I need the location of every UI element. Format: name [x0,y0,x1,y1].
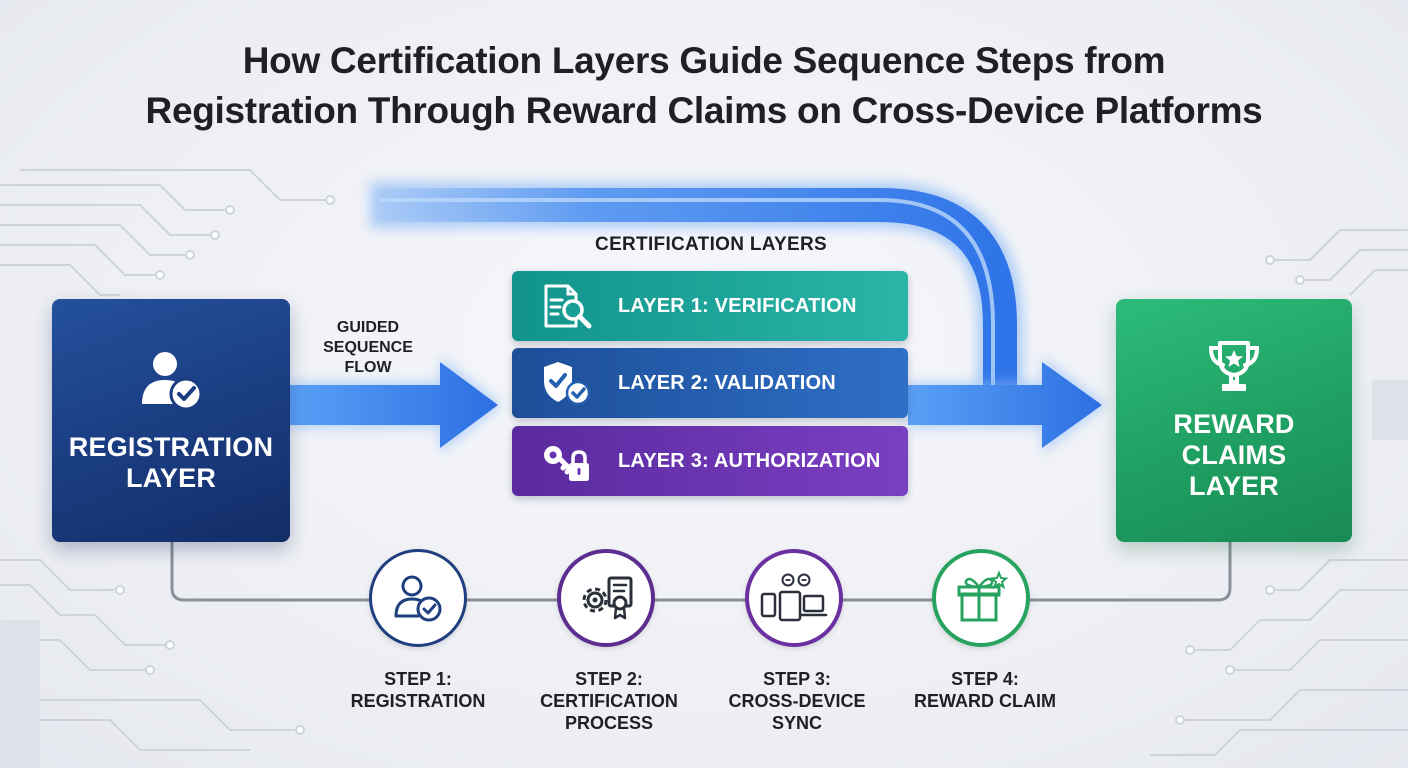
guided-sequence-flow-label: GUIDED SEQUENCE FLOW [323,319,413,376]
registration-layer-box: REGISTRATION LAYER [52,299,290,542]
key-lock-icon [544,446,589,481]
devices-sync-icon [760,573,828,622]
gift-icon [957,570,1009,622]
step-2-circle [557,549,655,647]
step-2-label: STEP 2: CERTIFICATION PROCESS [540,669,678,733]
arrow-to-reward [908,357,1106,453]
certification-layers-heading: CERTIFICATION LAYERS [595,234,827,255]
page-title: How Certification Layers Guide Sequence … [145,40,1263,131]
reward-claims-layer-label: REWARD CLAIMS LAYER [1173,409,1295,501]
layer-authorization: LAYER 3: AUTHORIZATION [512,426,908,496]
layer-verification: LAYER 1: VERIFICATION [512,271,908,341]
document-search-icon [544,284,592,329]
shield-check-icon [544,362,591,406]
registration-layer-label: REGISTRATION LAYER [68,431,274,493]
step-4-circle [932,549,1030,647]
step-connector [170,542,1232,602]
step-4-label: STEP 4: REWARD CLAIM [914,669,1056,711]
trophy-icon [1208,341,1260,391]
arrow-to-layers [290,357,502,453]
step-1-label: STEP 1: REGISTRATION [350,669,486,711]
step-3-label: STEP 3: CROSS-DEVICE SYNC [728,669,866,733]
reward-claims-layer-box: REWARD CLAIMS LAYER [1116,299,1352,542]
user-check-icon [142,351,203,410]
user-check-icon [394,575,442,622]
step-3-circle [745,549,843,647]
step-1-circle [369,549,467,647]
layer-validation: LAYER 2: VALIDATION [512,348,908,418]
gear-certificate-icon [582,576,633,620]
